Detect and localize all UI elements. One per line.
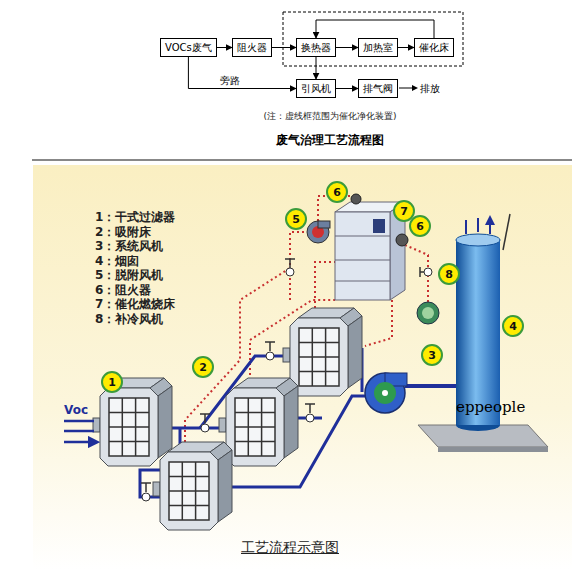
- callout-number: 2: [192, 356, 214, 378]
- key-item: 2：吸附床: [95, 224, 151, 241]
- note-text: (注：虚线框范围为催化净化装置): [263, 110, 396, 123]
- callout-number: 7: [393, 200, 415, 222]
- callout-number: 6: [326, 181, 348, 203]
- stack-base-edge: [438, 447, 548, 452]
- key-item: 8：补冷风机: [95, 311, 163, 328]
- box-text: VOCs废气: [165, 41, 212, 55]
- callout-number: 5: [285, 208, 307, 230]
- flame-arrester: [396, 234, 408, 246]
- valve-symbol: [200, 414, 210, 423]
- outlet-text: 排放: [420, 82, 440, 96]
- outlet-line: [399, 88, 414, 89]
- process-box: 换热器: [296, 38, 336, 57]
- key-item: 4：烟囱: [95, 253, 139, 270]
- diagram-title: 废气治理工艺流程图: [276, 132, 384, 149]
- callout-number: 1: [101, 371, 123, 393]
- process-box: 催化床: [414, 38, 454, 57]
- box-text: 换热器: [301, 41, 331, 55]
- valve-symbol: [305, 404, 315, 413]
- cooling-fan: [417, 302, 439, 324]
- fan-hub: [422, 307, 434, 319]
- valve-symbol: [266, 352, 274, 360]
- exhaust-arrows: [466, 218, 490, 234]
- inlet-label: Voc: [64, 403, 88, 417]
- box-text: 引风机: [301, 82, 331, 96]
- flow-arrow: [188, 57, 296, 89]
- control-panel: [373, 219, 385, 233]
- key-item: 6：阻火器: [95, 282, 151, 299]
- stack-body: [456, 240, 500, 425]
- valve-symbol: [286, 268, 294, 276]
- desorption-line: [365, 300, 392, 346]
- watermark: eppeople: [456, 398, 525, 416]
- antenna-line: [503, 214, 510, 250]
- key-item: 7：催化燃烧床: [95, 296, 175, 313]
- diagram-caption: 工艺流程示意图: [241, 539, 339, 557]
- callout-number: 6: [409, 215, 431, 237]
- valve-symbol: [265, 342, 275, 351]
- flow-arrow: [272, 47, 296, 48]
- valve-symbol: [141, 483, 151, 492]
- flow-arrow: [217, 47, 232, 48]
- process-box: 排气阀: [358, 79, 398, 98]
- dry-filter: [93, 378, 172, 466]
- desorption-line: [290, 232, 306, 300]
- flow-arrow: [336, 88, 358, 89]
- box-text: 加热室: [363, 41, 393, 55]
- key-item: 5：脱附风机: [95, 267, 163, 284]
- divider-line: [32, 159, 572, 161]
- valve-symbol: [424, 268, 432, 276]
- valve-symbol: [306, 414, 314, 422]
- box-text: 阻火器: [237, 41, 267, 55]
- fan-outlet: [318, 221, 330, 228]
- edge-label: 旁路: [220, 74, 240, 88]
- valve-symbol: [201, 424, 209, 432]
- dashed-enclosure: [283, 12, 463, 66]
- callout-number: 3: [421, 344, 443, 366]
- catalytic-side: [390, 202, 405, 300]
- inlet-arrows: [64, 421, 94, 442]
- adsorption-bed: [153, 442, 232, 530]
- outlet-head: [412, 85, 418, 91]
- fan-hub: [374, 382, 396, 404]
- catalytic-front: [335, 212, 390, 300]
- process-box: VOCs废气: [160, 38, 217, 57]
- flame-arrester: [351, 194, 361, 204]
- callout-number: 4: [502, 315, 524, 337]
- flow-arrow: [336, 47, 358, 48]
- callout-number: 8: [438, 263, 460, 285]
- stack-pipe: [405, 384, 458, 388]
- stack-top: [456, 234, 500, 246]
- flow-arrow: [398, 47, 414, 48]
- valve-symbol: [142, 493, 150, 501]
- flow-arrow: [316, 20, 434, 38]
- box-text: 排气阀: [363, 82, 393, 96]
- box-text: 催化床: [419, 41, 449, 55]
- fan-axle: [382, 390, 388, 396]
- panel-background: [33, 165, 572, 570]
- valve-symbol: [285, 259, 295, 268]
- flow-arrow: [316, 57, 317, 79]
- process-box: 阻火器: [232, 38, 272, 57]
- process-box: 加热室: [358, 38, 398, 57]
- key-item: 1：干式过滤器: [95, 209, 175, 226]
- key-item: 3：系统风机: [95, 238, 163, 255]
- process-box: 引风机: [296, 79, 336, 98]
- catalytic-bands: [335, 236, 390, 281]
- desorption-fan: [307, 221, 329, 243]
